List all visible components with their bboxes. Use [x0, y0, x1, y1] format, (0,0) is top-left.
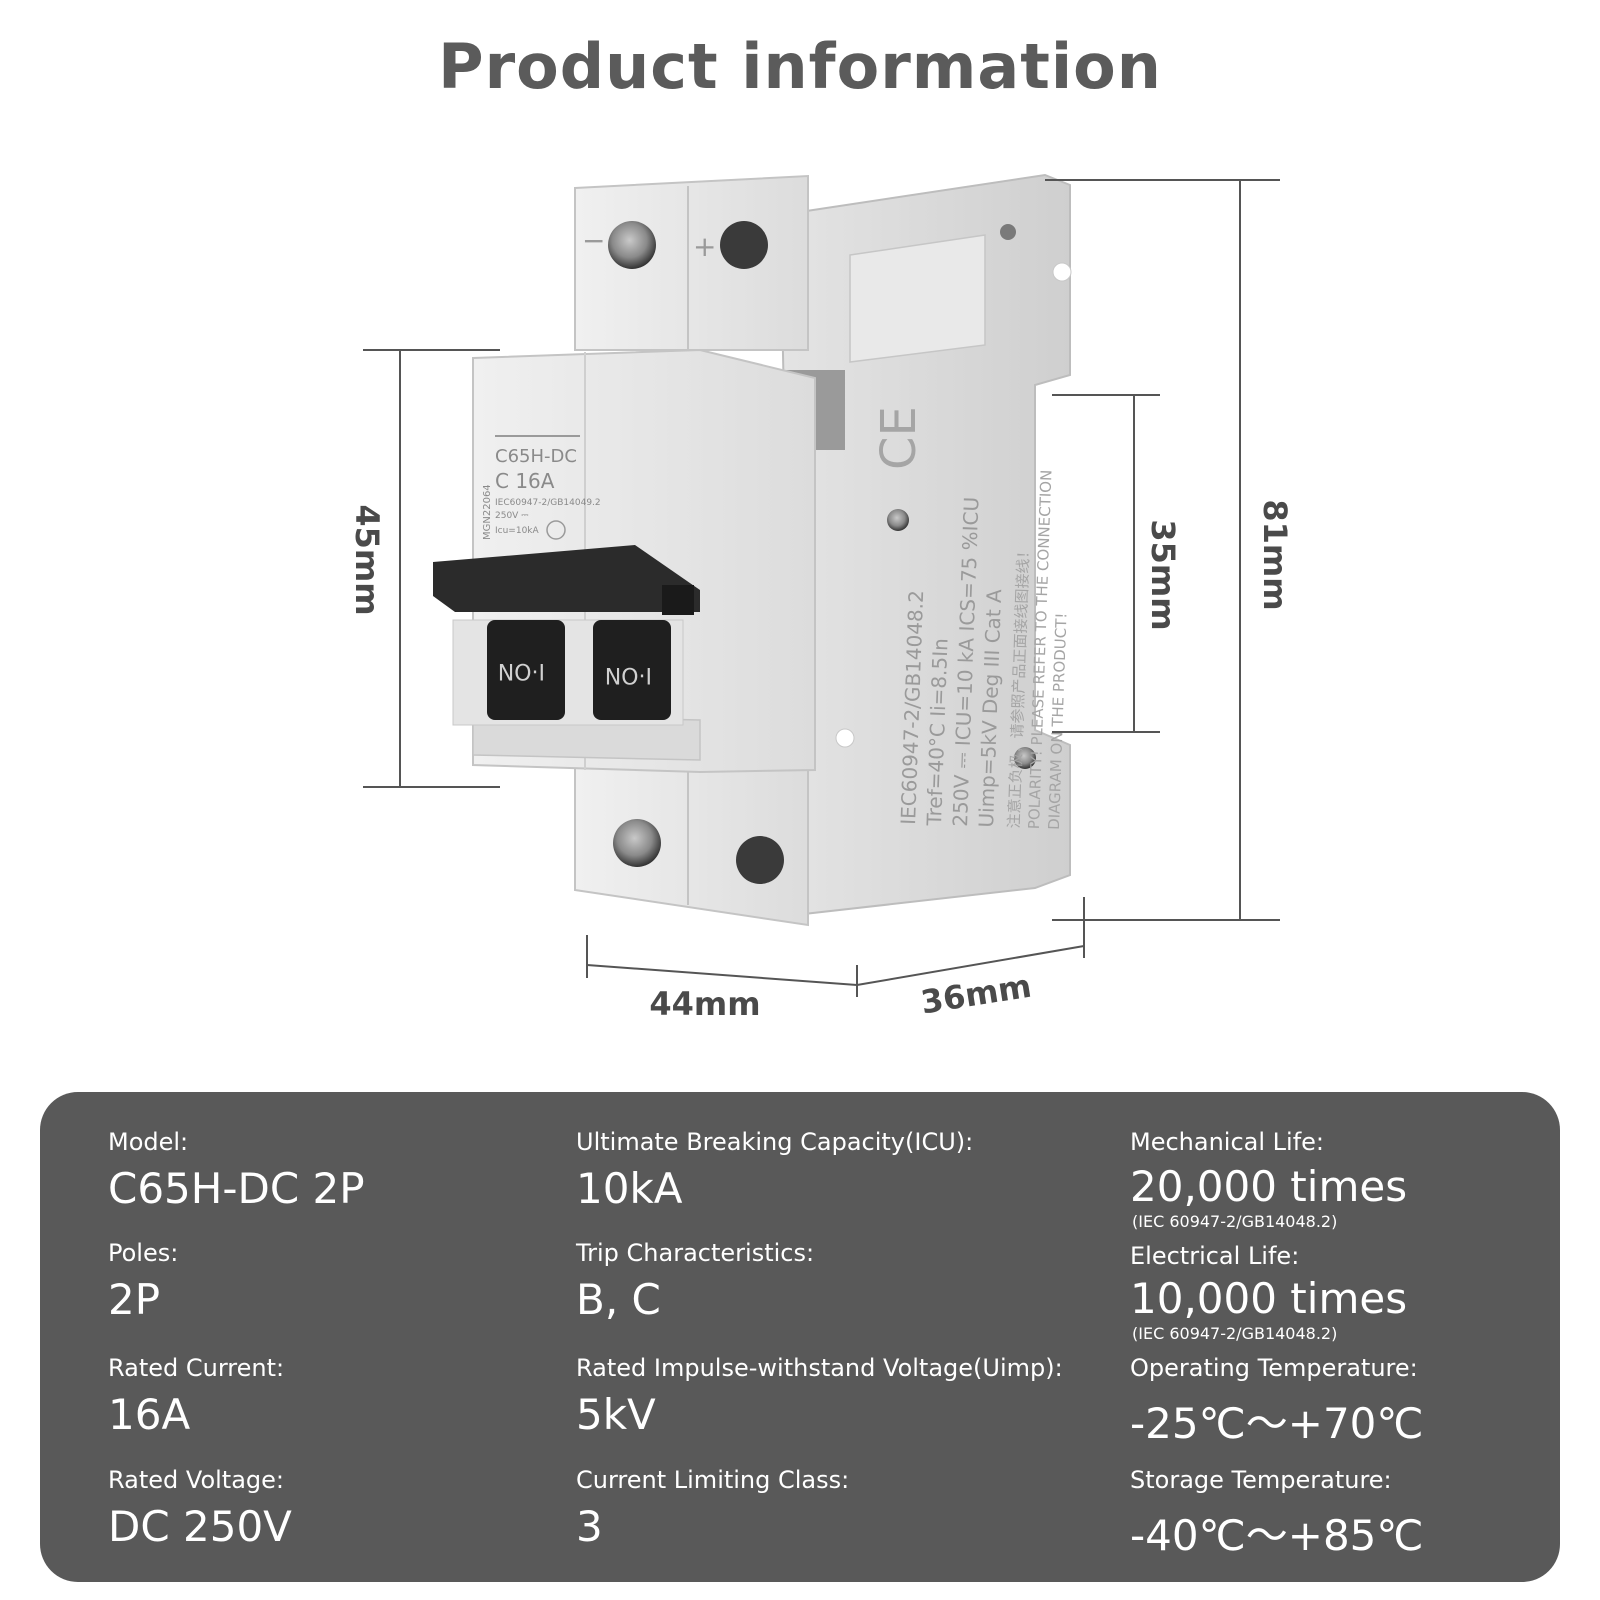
breaker-illustration: IEC60947-2/GB14048.2 Tref=40°C Ii=8.5In … [348, 173, 1294, 1023]
spec-note: (IEC 60947-2/GB14048.2) [1132, 1212, 1338, 1231]
dim-label-width: 44mm [649, 985, 760, 1023]
spec-value: 3 [576, 1502, 603, 1551]
dimension-lines [363, 179, 1280, 997]
spec-label: Trip Characteristics: [576, 1239, 815, 1267]
spec-label: Ultimate Breaking Capacity(ICU): [576, 1128, 974, 1156]
top-terminal-block: − + [574, 174, 809, 351]
spec-label: Electrical Life: [1130, 1242, 1300, 1270]
front-icu-text: Icu=10kA [495, 526, 540, 536]
spec-value: 2P [108, 1275, 161, 1324]
front-rating-text: C 16A [495, 469, 555, 493]
spec-label: Rated Impulse-withstand Voltage(Uimp): [576, 1354, 1063, 1382]
terminal-screw [736, 836, 784, 884]
dim-label-front-height: 45mm [348, 504, 386, 615]
spec-label: Rated Voltage: [108, 1466, 285, 1494]
spec-value: DC 250V [108, 1502, 292, 1551]
terminal-minus-mark: − [582, 224, 605, 257]
terminal-plus-mark: + [693, 230, 716, 263]
terminal-screw [608, 221, 656, 269]
toggle-lever [487, 620, 565, 720]
spec-label: Poles: [108, 1239, 179, 1267]
dim-label-rail-height: 35mm [1144, 519, 1182, 630]
front-model-text: C65H-DC [495, 446, 577, 467]
front-serial-text: MGN22064 [482, 484, 493, 540]
dim-label-total-height: 81mm [1256, 499, 1294, 610]
front-voltage-text: 250V ⎓ [495, 511, 528, 521]
spec-value: 5kV [576, 1390, 656, 1439]
spec-label: Mechanical Life: [1130, 1128, 1325, 1156]
spec-value: 16A [108, 1390, 191, 1439]
spec-value: 10,000 times [1130, 1274, 1408, 1323]
terminal-screw [613, 819, 661, 867]
spec-panel: Model: C65H-DC 2P Poles: 2P Rated Curren… [40, 1092, 1560, 1582]
ce-mark: CE [871, 406, 927, 470]
spec-note: (IEC 60947-2/GB14048.2) [1132, 1324, 1338, 1343]
terminal-screw [720, 221, 768, 269]
spec-label: Operating Temperature: [1130, 1354, 1418, 1382]
spec-label: Current Limiting Class: [576, 1466, 850, 1494]
bottom-terminal-block [574, 764, 809, 927]
page-title: Product information [438, 30, 1162, 103]
spec-value: -40℃～+85℃ [1130, 1511, 1424, 1560]
spec-value: -25℃～+70℃ [1130, 1399, 1424, 1448]
dim-label-depth: 36mm [918, 967, 1034, 1022]
spec-value: B, C [576, 1275, 661, 1324]
spec-value: 10kA [576, 1164, 683, 1213]
front-standard-text: IEC60947-2/GB14049.2 [495, 498, 601, 508]
lever-label-right: I·ON [605, 662, 652, 687]
spec-label: Model: [108, 1128, 189, 1156]
ccc-mark-icon [546, 520, 566, 540]
spec-value: 20,000 times [1130, 1162, 1408, 1211]
spec-label: Rated Current: [108, 1354, 285, 1382]
spec-value: C65H-DC 2P [108, 1164, 365, 1213]
toggle-lever [593, 620, 671, 720]
lever-label-left: I·ON [498, 658, 545, 683]
breaker-handle: I·ON I·ON [433, 545, 700, 726]
spec-label: Storage Temperature: [1130, 1466, 1392, 1494]
